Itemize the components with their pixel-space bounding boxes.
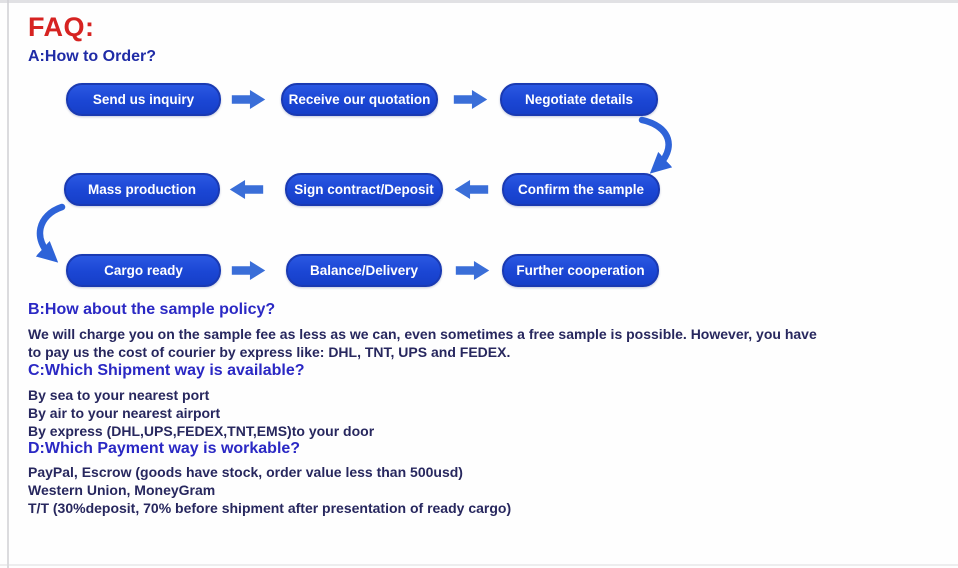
arrow-right-icon (231, 89, 266, 110)
flow-step-negotiate-details: Negotiate details (500, 83, 658, 116)
question-d-heading: D:Which Payment way is workable? (28, 440, 301, 457)
page-title: FAQ: (28, 12, 95, 42)
payment-option-tt: T/T (30%deposit, 70% before shipment aft… (28, 500, 512, 516)
order-process-flowchart: Send us inquiry Receive our quotation Ne… (0, 78, 958, 298)
shipment-option-sea: By sea to your nearest port (28, 387, 210, 403)
payment-option-western-union: Western Union, MoneyGram (28, 482, 216, 498)
curved-arrow-down-left-icon (638, 116, 673, 174)
shipment-option-air: By air to your nearest airport (28, 405, 221, 421)
page-edge-bottom (0, 564, 958, 566)
flow-step-further-cooperation: Further cooperation (502, 254, 659, 287)
shipment-option-express: By express (DHL,UPS,FEDEX,TNT,EMS)to you… (28, 423, 375, 439)
page-edge-left (7, 0, 9, 568)
arrow-right-icon (455, 260, 490, 281)
sample-policy-line-2: to pay us the cost of courier by express… (28, 344, 511, 360)
flow-step-sign-contract-deposit: Sign contract/Deposit (285, 173, 443, 206)
flow-step-send-us-inquiry: Send us inquiry (66, 83, 221, 116)
flow-step-balance-delivery: Balance/Delivery (286, 254, 442, 287)
flow-step-receive-our-quotation: Receive our quotation (281, 83, 438, 116)
arrow-right-icon (231, 260, 266, 281)
question-c-heading: C:Which Shipment way is available? (28, 362, 305, 379)
flow-step-cargo-ready: Cargo ready (66, 254, 221, 287)
question-a-heading: A:How to Order? (28, 48, 156, 65)
payment-option-paypal-escrow: PayPal, Escrow (goods have stock, order … (28, 464, 463, 480)
flow-step-mass-production: Mass production (64, 173, 220, 206)
arrow-right-icon (453, 89, 488, 110)
curved-arrow-down-right-icon (35, 203, 66, 263)
arrow-left-icon (229, 179, 264, 200)
sample-policy-line-1: We will charge you on the sample fee as … (28, 326, 817, 342)
flow-step-confirm-the-sample: Confirm the sample (502, 173, 660, 206)
arrow-left-icon (454, 179, 489, 200)
page-edge-top (0, 0, 958, 3)
question-b-heading: B:How about the sample policy? (28, 301, 276, 318)
